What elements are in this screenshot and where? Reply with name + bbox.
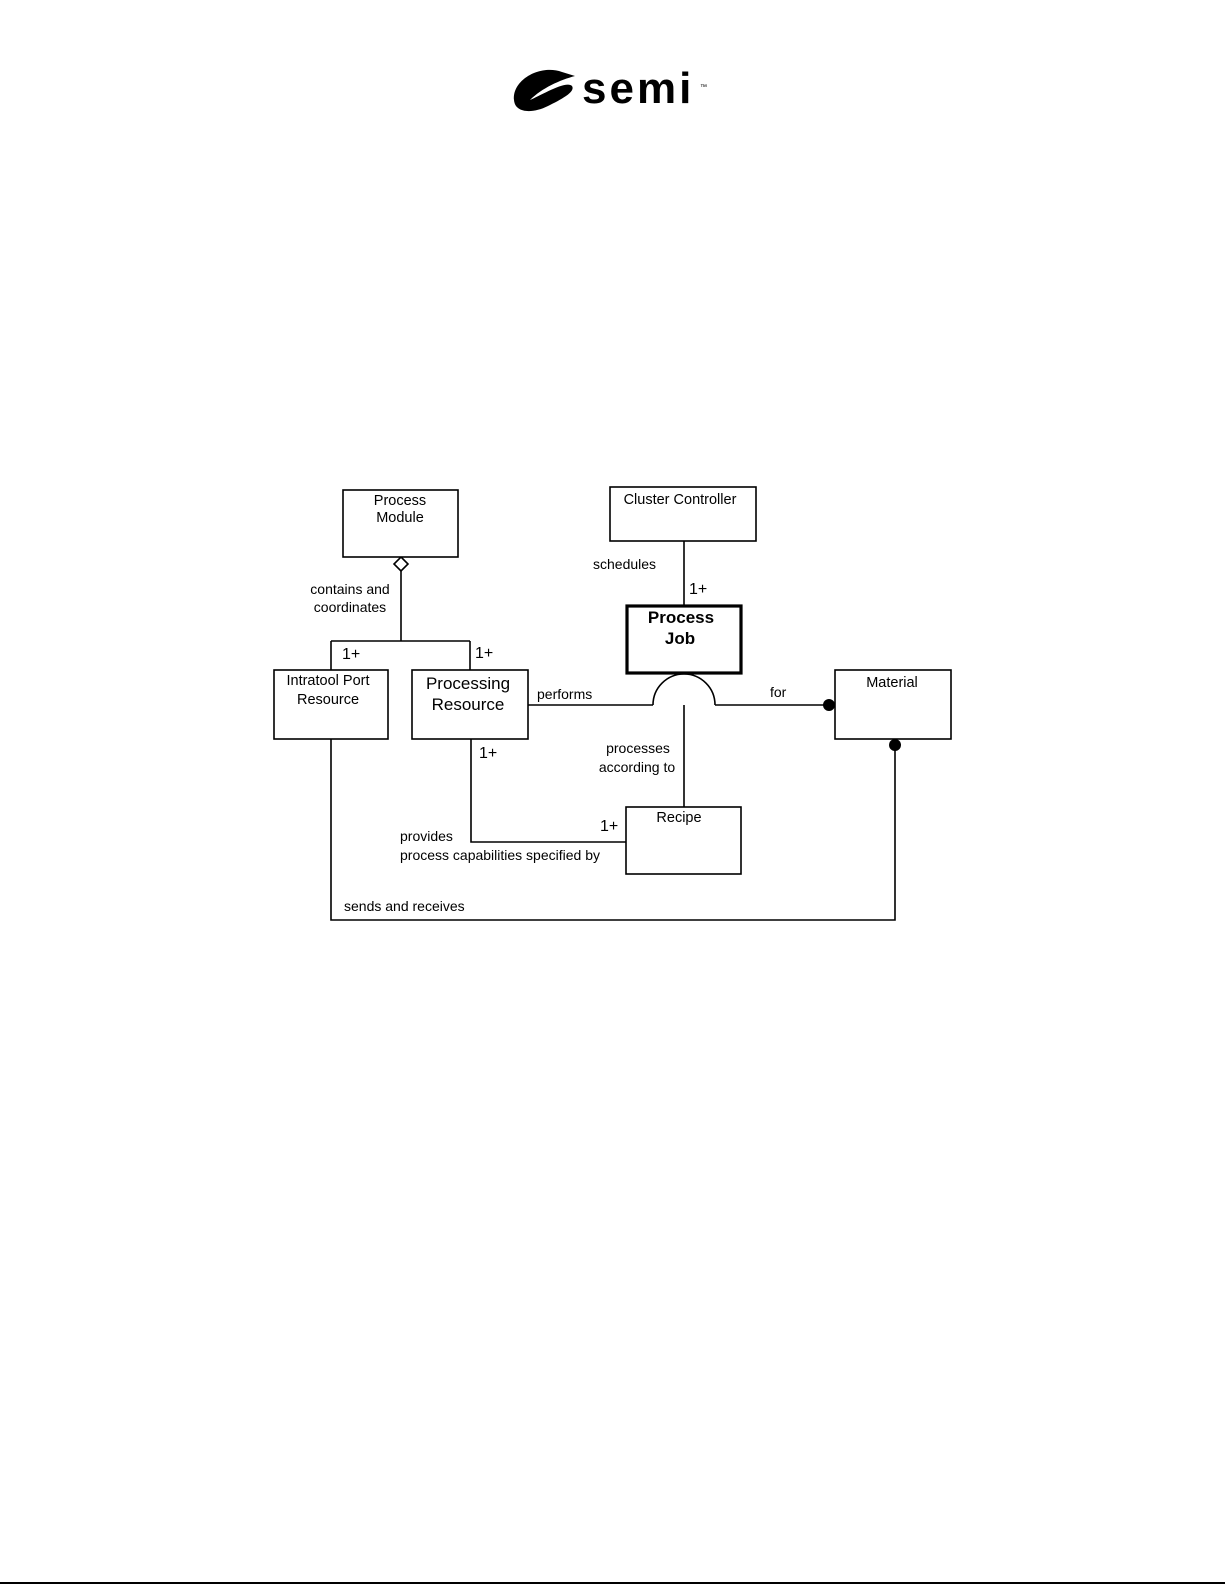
recipe-label: Recipe [656, 810, 701, 826]
semi-logo: semi ™ [514, 64, 707, 113]
process-job-label-1: Process [648, 608, 714, 627]
cluster-controller-box: Cluster Controller [610, 487, 756, 541]
label-for: for [770, 684, 787, 700]
label-according-to: according to [599, 759, 675, 775]
process-job-label-2: Job [665, 629, 695, 648]
label-provides: provides [400, 828, 453, 844]
multiplicity-process-job: 1+ [689, 581, 707, 598]
label-contains-and: contains and [310, 581, 389, 597]
aggregation-diamond [394, 557, 408, 571]
semi-logo-word: semi [582, 64, 694, 113]
label-performs: performs [537, 686, 592, 702]
process-module-label-2: Module [376, 510, 424, 526]
label-process-capabilities-specified-by: process capabilities specified by [400, 847, 600, 863]
material-box: Material [835, 670, 951, 739]
semi-logo-trademark: ™ [700, 84, 707, 91]
recipe-box: Recipe [626, 807, 741, 874]
label-processes: processes [606, 740, 670, 756]
process-job-box: Process Job [627, 606, 741, 673]
intratool-port-resource-label-1: Intratool Port [286, 673, 369, 689]
process-module-box: Process Module [343, 490, 458, 557]
intratool-port-resource-label-2: Resource [297, 692, 359, 708]
label-schedules: schedules [593, 556, 656, 572]
material-filled-dot [889, 739, 901, 751]
multiplicity-processing-resource-bottom: 1+ [479, 745, 497, 762]
semi-logo-swoosh [514, 70, 575, 111]
processing-resource-label-1: Processing [426, 674, 510, 693]
processing-resource-label-2: Resource [432, 695, 505, 714]
process-module-label-1: Process [374, 493, 426, 509]
multiplicity-intratool-port: 1+ [342, 646, 360, 663]
label-sends-and-receives: sends and receives [344, 898, 465, 914]
for-filled-dot [823, 699, 835, 711]
multiplicity-recipe: 1+ [600, 818, 618, 835]
intratool-port-resource-box: Intratool Port Resource [274, 670, 388, 739]
cluster-controller-label: Cluster Controller [624, 492, 737, 508]
processing-resource-box: Processing Resource [412, 670, 528, 739]
material-label: Material [866, 675, 918, 691]
multiplicity-processing-resource-top: 1+ [475, 645, 493, 662]
label-coordinates: coordinates [314, 599, 386, 615]
association-arc [653, 674, 715, 705]
